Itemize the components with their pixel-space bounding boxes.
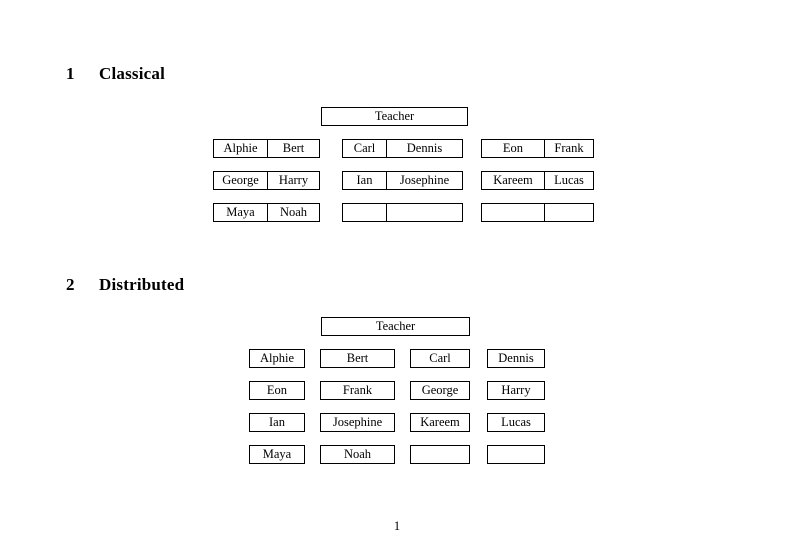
student-cell[interactable]: Josephine [386,172,462,189]
student-group[interactable]: Alphie Bert [213,139,320,158]
student-cell[interactable]: Kareem [493,173,533,187]
group-gap [463,171,481,172]
student-cell-empty[interactable] [386,204,462,221]
student-box-empty[interactable] [487,445,545,464]
box-gap [305,445,320,446]
box-gap [470,445,487,446]
student-group[interactable]: Kareem Lucas [481,171,594,190]
table-row: Ian Josephine Kareem Lucas [0,413,545,432]
group-gap [320,171,342,172]
student-cell[interactable]: Maya [226,205,255,219]
student-box[interactable]: Bert [320,349,395,368]
student-group[interactable]: Carl Dennis [342,139,463,158]
student-box[interactable]: Eon [249,381,305,400]
row-indent [0,171,213,172]
student-box[interactable]: Lucas [487,413,545,432]
box-gap [395,445,410,446]
row-indent [0,413,249,414]
student-cell[interactable]: Eon [502,141,524,155]
table-row: Alphie Bert Carl Dennis [0,349,545,368]
student-cell[interactable]: Frank [544,140,593,157]
section-heading-classical: 1 Classical [66,64,165,84]
row-indent [0,381,249,382]
section-title: Distributed [99,275,185,294]
table-row: Eon Frank George Harry [0,381,545,400]
table-row: Maya Noah [0,203,594,222]
student-group[interactable]: Ian Josephine [342,171,463,190]
student-group[interactable]: Eon Frank [481,139,594,158]
box-gap [470,381,487,382]
teacher-box-distributed[interactable]: Teacher [321,317,470,336]
student-cell[interactable]: Lucas [544,172,593,189]
box-gap [395,349,410,350]
box-gap [470,413,487,414]
student-box[interactable]: Ian [249,413,305,432]
box-gap [395,381,410,382]
student-cell[interactable]: Alphie [223,141,258,155]
student-cell-empty[interactable] [544,204,593,221]
student-box[interactable]: Harry [487,381,545,400]
student-box[interactable]: Alphie [249,349,305,368]
student-cell-empty[interactable] [343,204,386,221]
student-cell[interactable]: Harry [267,172,319,189]
student-cell[interactable]: Dennis [386,140,462,157]
student-box[interactable]: Maya [249,445,305,464]
student-cell[interactable]: Bert [267,140,319,157]
table-row: George Harry Ian Josephine Kareem Lucas [0,171,594,190]
group-gap [463,203,481,204]
table-row: Alphie Bert Carl Dennis Eon Frank [0,139,594,158]
row-indent [0,203,213,204]
box-gap [470,349,487,350]
group-gap [463,139,481,140]
student-box[interactable]: Noah [320,445,395,464]
student-box[interactable]: Frank [320,381,395,400]
row-indent [0,445,249,446]
student-cell[interactable]: Ian [356,173,373,187]
student-box[interactable]: George [410,381,470,400]
box-gap [305,349,320,350]
student-cell[interactable]: Noah [267,204,319,221]
teacher-box-classical[interactable]: Teacher [321,107,468,126]
box-gap [305,381,320,382]
student-box[interactable]: Josephine [320,413,395,432]
row-indent [0,139,213,140]
section-number: 1 [66,64,75,83]
group-gap [320,139,342,140]
row-indent [0,349,249,350]
student-group-empty[interactable] [481,203,594,222]
group-gap [320,203,342,204]
student-cell[interactable]: Carl [353,141,376,155]
student-cell-empty[interactable] [482,204,544,221]
student-box[interactable]: Carl [410,349,470,368]
student-box-empty[interactable] [410,445,470,464]
section-heading-distributed: 2 Distributed [66,275,184,295]
student-group[interactable]: Maya Noah [213,203,320,222]
student-group[interactable]: George Harry [213,171,320,190]
section-number: 2 [66,275,75,294]
box-gap [305,413,320,414]
section-title: Classical [99,64,166,83]
table-row: Maya Noah [0,445,545,464]
student-cell[interactable]: George [222,173,259,187]
page-number: 1 [393,519,401,533]
student-box[interactable]: Dennis [487,349,545,368]
box-gap [395,413,410,414]
student-box[interactable]: Kareem [410,413,470,432]
student-group-empty[interactable] [342,203,463,222]
